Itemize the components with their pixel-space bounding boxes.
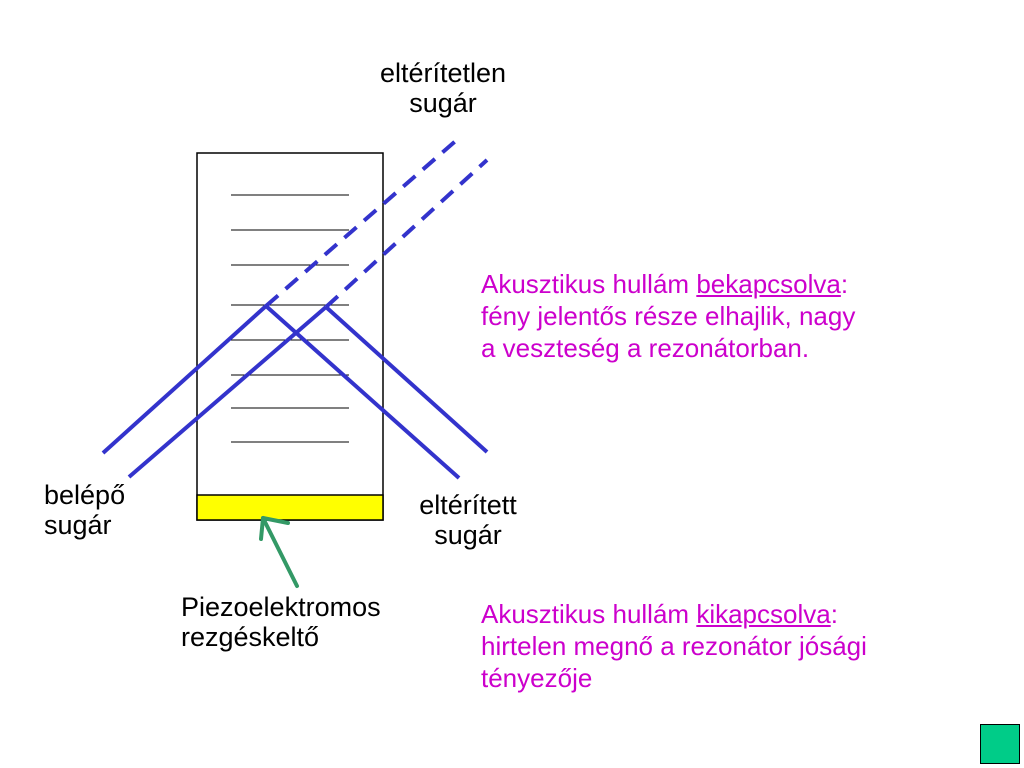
deflected-beam-label: eltérített sugár: [398, 490, 538, 550]
undeflected-beams: [264, 136, 489, 309]
piezo-transducer: [196, 494, 384, 521]
deflected-beam-2: [324, 305, 489, 454]
note-on-line2: fény jelentős része elhajlik, nagy: [481, 301, 856, 331]
incoming-beam-2: [127, 305, 328, 479]
note-off-line1: Akusztikus hullám kikapcsolva:: [481, 598, 867, 630]
piezo-label-line2: rezgéskeltő: [181, 622, 320, 652]
piezo-arrow: [259, 516, 299, 588]
note-off-keyword: kikapcsolva: [696, 599, 831, 629]
note-on-keyword: bekapcsolva: [696, 269, 841, 299]
note-on-prefix: Akusztikus hullám: [481, 269, 697, 299]
note-acoustic-off: Akusztikus hullám kikapcsolva: hirtelen …: [481, 598, 867, 694]
piezo-arrow-shaft: [261, 516, 299, 588]
piezo-label: Piezoelektromos rezgéskeltő: [181, 592, 381, 652]
piezo-arrow-head: [259, 516, 290, 541]
incoming-label-line2: sugár: [44, 510, 112, 540]
note-off-line2: hirtelen megnő a rezonátor jósági: [481, 631, 867, 661]
undeflected-beam-1: [264, 136, 461, 308]
deflected-beam-1: [264, 304, 461, 480]
note-off-suffix: :: [830, 599, 838, 629]
note-on-suffix: :: [840, 269, 849, 299]
undeflected-beam-label: eltérítetlen sugár: [360, 58, 526, 118]
deflected-beams: [264, 304, 489, 480]
piezo-label-line1: Piezoelektromos: [181, 592, 381, 622]
deflected-label-line2: sugár: [434, 520, 502, 550]
undeflected-label-line1: eltérítetlen: [379, 58, 507, 88]
incoming-label-line1: belépő: [44, 480, 126, 510]
undeflected-label-line2: sugár: [409, 88, 477, 118]
square-nav-icon[interactable]: [980, 724, 1020, 764]
note-off-line3: tényezője: [481, 663, 593, 693]
note-off-prefix: Akusztikus hullám: [481, 599, 697, 629]
incoming-beams: [101, 304, 328, 479]
note-acoustic-on: Akusztikus hullám bekapcsolva: fény jele…: [481, 268, 855, 364]
undeflected-beam-2: [324, 158, 489, 309]
incoming-beam-1: [101, 304, 268, 455]
note-on-line3: a veszteség a rezonátorban.: [481, 333, 810, 363]
note-on-line1: Akusztikus hullám bekapcsolva:: [481, 268, 855, 300]
incoming-beam-label: belépő sugár: [44, 480, 125, 540]
deflected-label-line1: eltérített: [419, 490, 517, 520]
